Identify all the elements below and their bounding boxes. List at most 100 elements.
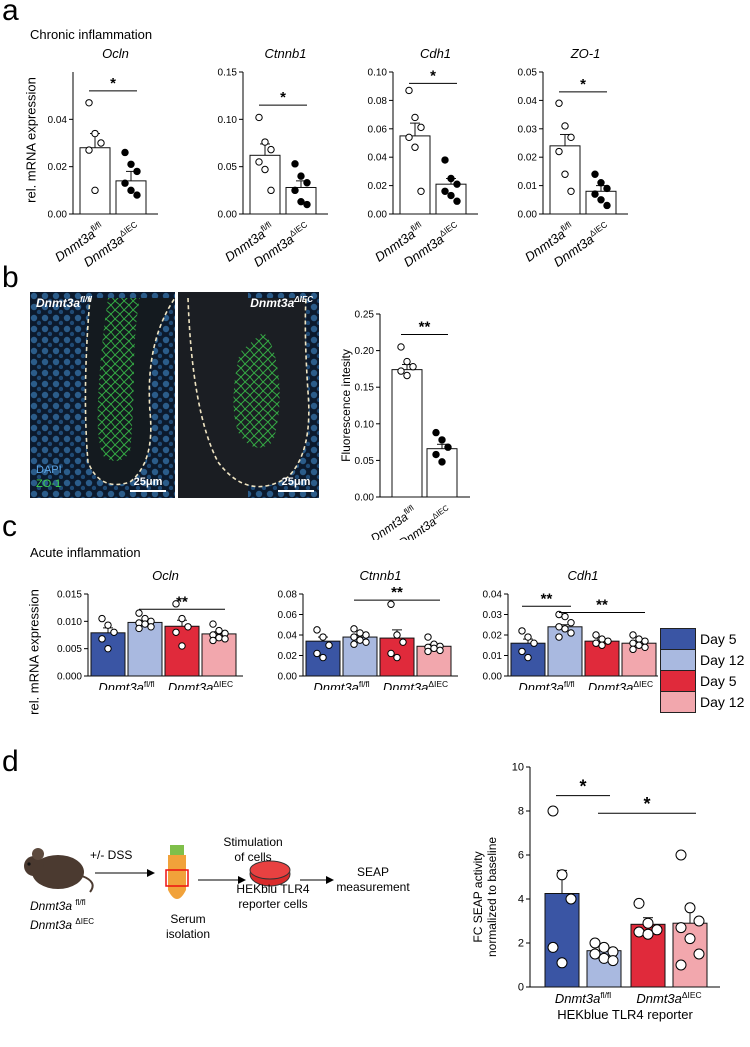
data-point bbox=[629, 645, 637, 654]
legend-swatch bbox=[660, 669, 696, 692]
data-point bbox=[397, 343, 405, 351]
y-tick-label: 0.10 bbox=[355, 419, 375, 430]
data-point bbox=[104, 621, 112, 629]
bar bbox=[127, 621, 163, 677]
data-point bbox=[453, 180, 461, 188]
data-point bbox=[297, 172, 305, 180]
scalebar-left-label: 25μm bbox=[133, 476, 163, 488]
y-tick-label: 0.015 bbox=[57, 590, 82, 601]
data-point bbox=[215, 634, 223, 642]
panel-label-a: a bbox=[2, 0, 19, 27]
data-point bbox=[121, 148, 129, 157]
data-point bbox=[518, 647, 526, 656]
y-tick-label: 0.000 bbox=[57, 672, 82, 683]
chart-title: ZO-1 bbox=[570, 46, 601, 61]
data-point bbox=[127, 160, 135, 169]
data-point bbox=[567, 629, 575, 637]
data-point bbox=[556, 869, 568, 881]
y-tick-label: 0.04 bbox=[518, 96, 538, 107]
x-tick-label-gene: Dnmt3a bbox=[168, 680, 214, 690]
data-point bbox=[319, 633, 327, 641]
data-point bbox=[303, 179, 311, 187]
y-tick-label: 0.04 bbox=[483, 590, 503, 601]
data-point bbox=[297, 197, 305, 206]
data-point bbox=[592, 639, 600, 647]
chart-title: Ctnnb1 bbox=[265, 46, 307, 61]
y-tick-label: 0.06 bbox=[368, 124, 388, 135]
data-point bbox=[147, 623, 155, 631]
data-point bbox=[121, 179, 129, 187]
x-tick-label-genotype: fl/fl bbox=[564, 679, 575, 689]
arrow-2-head bbox=[238, 876, 246, 884]
y-tick-label: 10 bbox=[512, 762, 524, 774]
data-point bbox=[209, 636, 217, 645]
y-tick-label: 0.05 bbox=[218, 162, 238, 173]
x-tick-label: Dnmt3afl/fl bbox=[98, 679, 154, 690]
y-tick-label: 0.20 bbox=[355, 346, 375, 357]
data-point bbox=[221, 635, 229, 643]
x-tick-label-gene: Dnmt3a bbox=[518, 680, 564, 690]
data-point bbox=[424, 633, 432, 641]
data-point bbox=[547, 941, 559, 953]
y-tick-label: 0.00 bbox=[48, 210, 67, 221]
x-tick-label: Dnmt3aΔIEC bbox=[168, 679, 233, 690]
data-point bbox=[411, 113, 419, 122]
data-point bbox=[635, 641, 643, 649]
data-point bbox=[555, 633, 563, 641]
y-tick-label: 0.005 bbox=[57, 644, 82, 655]
data-point bbox=[350, 625, 358, 633]
schematic-dss: +/- DSS bbox=[90, 848, 133, 862]
bar bbox=[549, 145, 581, 215]
data-point bbox=[642, 917, 654, 929]
panel-b-chart: 0.000.050.100.150.200.25**Dnmt3afl/flDnm… bbox=[339, 310, 470, 540]
data-point bbox=[409, 363, 417, 371]
x-tick-label-gene: Dnmt3a bbox=[636, 991, 682, 1006]
y-tick-label: 8 bbox=[518, 806, 524, 818]
schematic-mouse-lines: Dnmt3a fl/fl Dnmt3a ΔIEC bbox=[30, 898, 95, 932]
data-point bbox=[424, 647, 432, 656]
chart-title: Ctnnb1 bbox=[360, 570, 402, 583]
x-tick-label-genotype: ΔIEC bbox=[428, 679, 448, 689]
y-tick-label: 0.01 bbox=[483, 651, 503, 662]
data-point bbox=[184, 623, 192, 631]
panel-label-b: b bbox=[2, 261, 19, 294]
data-point bbox=[567, 187, 575, 195]
x-tick-label: Dnmt3aΔIEC bbox=[588, 679, 653, 690]
data-point bbox=[556, 957, 568, 969]
data-point bbox=[91, 129, 99, 138]
micrograph-dieec-image bbox=[178, 292, 319, 498]
serum-tube-icon bbox=[165, 845, 189, 899]
data-point bbox=[547, 805, 559, 817]
data-point bbox=[598, 941, 610, 953]
legend-item: Day 5 bbox=[660, 627, 744, 650]
data-point bbox=[444, 443, 452, 451]
x-tick-label-genotype: ΔIEC bbox=[117, 219, 139, 238]
y-tick-label: 0.00 bbox=[518, 210, 538, 221]
y-tick-label: 0.02 bbox=[368, 181, 388, 192]
data-point bbox=[417, 123, 425, 132]
y-tick-label: 0.00 bbox=[483, 672, 503, 683]
data-point bbox=[393, 653, 401, 662]
scalebar-left bbox=[130, 490, 166, 492]
bar bbox=[391, 369, 423, 498]
data-point bbox=[607, 955, 619, 967]
data-point bbox=[215, 626, 223, 635]
data-point bbox=[589, 948, 601, 960]
y-tick-label: 0.03 bbox=[518, 124, 538, 135]
data-point bbox=[561, 625, 569, 633]
data-point bbox=[567, 133, 575, 142]
data-point bbox=[133, 191, 141, 199]
x-tick-label: Dnmt3aΔIEC bbox=[383, 679, 448, 690]
panel-c-title: Acute inflammation bbox=[30, 545, 141, 560]
y-tick-label: 0.08 bbox=[368, 96, 388, 107]
x-tick-label: Dnmt3afl/fl bbox=[518, 679, 574, 690]
x-tick-label-genotype: fl/fl bbox=[600, 990, 611, 1000]
data-point bbox=[430, 644, 438, 653]
chart-a-cdh1: 0.000.020.040.060.080.10Cdh1*Dnmt3afl/fl… bbox=[368, 46, 478, 270]
x-tick-label-gene: Dnmt3a bbox=[588, 680, 634, 690]
